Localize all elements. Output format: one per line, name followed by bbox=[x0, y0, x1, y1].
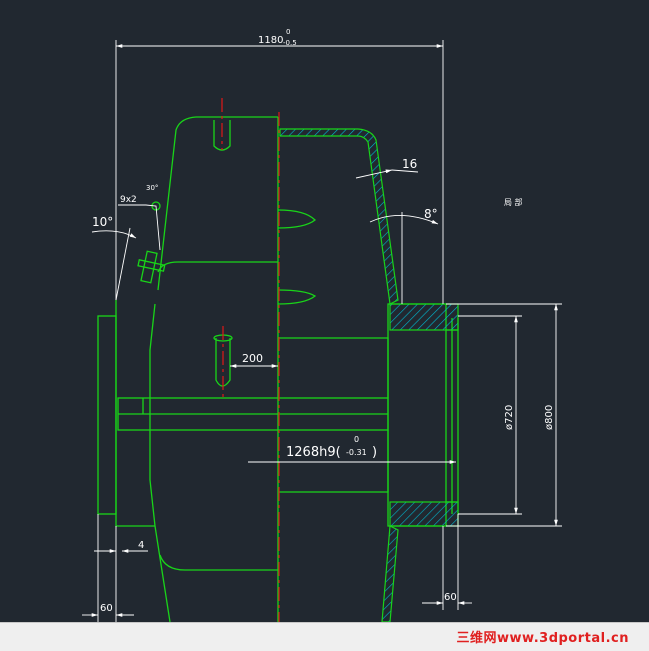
dimension-texts: 1180 0 -0.5 16 9x2 30° 10° 8° 局 部 200 ø7… bbox=[92, 28, 555, 614]
dim-chamfer-text: 9x2 bbox=[120, 195, 137, 205]
dim-overall-text: 1180 bbox=[258, 35, 283, 46]
cone-lower bbox=[154, 525, 171, 622]
flange-section-upper bbox=[389, 303, 459, 331]
lug-upper bbox=[277, 209, 316, 229]
inner-rim bbox=[157, 261, 278, 273]
dim-chamfer-angle-text: 30° bbox=[146, 184, 158, 192]
part-outline bbox=[97, 116, 459, 622]
left-flange bbox=[97, 315, 117, 515]
cone-upper bbox=[157, 116, 278, 291]
shell-section-lower bbox=[381, 525, 399, 622]
centerlines bbox=[221, 98, 280, 622]
dim-bore-inner-text: ø720 bbox=[504, 405, 515, 430]
dim-length-text: 1268h9( bbox=[286, 445, 341, 460]
dimensions bbox=[82, 40, 562, 622]
right-housing bbox=[387, 303, 447, 527]
lower-rim bbox=[159, 554, 278, 571]
watermark: 三维网www.3dportal.cn bbox=[456, 631, 629, 646]
dim-thickness-leader bbox=[391, 169, 419, 173]
ext-angle-left bbox=[115, 227, 131, 301]
shell-wall bbox=[279, 128, 459, 622]
drawing-svg: 1180 0 -0.5 16 9x2 30° 10° 8° 局 部 200 ø7… bbox=[82, 28, 562, 622]
dim-overall-tol-upper: 0 bbox=[286, 28, 290, 36]
dim-length-tol-lower: -0.31 bbox=[346, 448, 367, 457]
dim-thickness-line bbox=[355, 169, 393, 179]
dim-right-angle-text: 8° bbox=[424, 207, 438, 221]
dim-length-close: ) bbox=[372, 445, 377, 460]
valve-body bbox=[140, 250, 158, 284]
dim-chamfer-leader bbox=[118, 204, 161, 251]
dim-left-angle-text: 10° bbox=[92, 215, 113, 229]
annotation-chinese: 局 部 bbox=[504, 197, 523, 207]
dim-length-tol-upper: 0 bbox=[354, 435, 359, 444]
body-left-wall bbox=[115, 300, 155, 527]
dim-right-width-text: 60 bbox=[444, 592, 457, 603]
lug-lower bbox=[277, 289, 317, 305]
dim-overall-tol-lower: -0.5 bbox=[283, 39, 297, 47]
body-inner-curve bbox=[149, 303, 156, 527]
status-bar bbox=[0, 622, 649, 651]
dim-thickness-text: 16 bbox=[402, 157, 417, 171]
dim-bore-outer-text: ø800 bbox=[544, 405, 555, 430]
dim-offset-text: 200 bbox=[242, 352, 263, 365]
hub-top bbox=[278, 337, 389, 398]
valve-handle bbox=[137, 259, 166, 272]
dim-small-text: 4 bbox=[138, 540, 144, 551]
dim-left-angle-arc bbox=[91, 230, 137, 239]
shell-section-upper bbox=[279, 128, 399, 305]
dim-left-width-text: 60 bbox=[100, 603, 113, 614]
flange-section-lower bbox=[389, 501, 459, 527]
hub-bottom bbox=[278, 430, 389, 493]
